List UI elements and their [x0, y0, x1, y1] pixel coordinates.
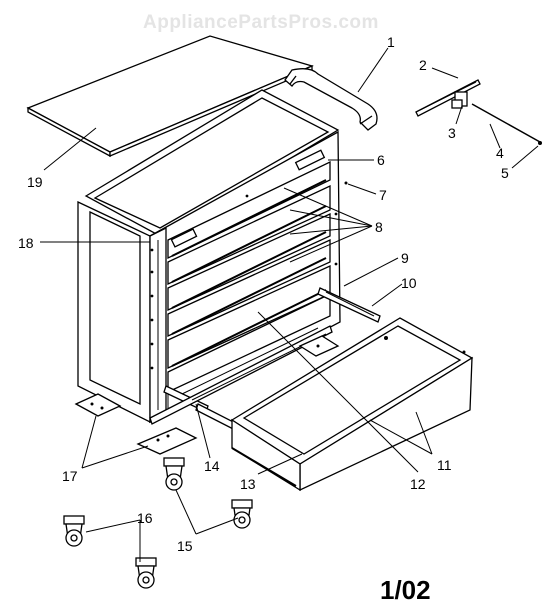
callout-8: 8 — [375, 219, 383, 235]
callout-9: 9 — [401, 250, 409, 266]
callout-16: 16 — [137, 510, 153, 526]
callout-18: 18 — [18, 235, 34, 251]
callout-4: 4 — [496, 145, 504, 161]
diagram-code: 1/02 — [380, 575, 431, 600]
handle-part — [284, 68, 378, 131]
floor-bracket-part — [74, 335, 340, 455]
callout-5: 5 — [501, 165, 509, 181]
callout-11: 11 — [437, 457, 452, 473]
callout-17: 17 — [62, 468, 78, 484]
rod-part — [471, 103, 541, 143]
callouts: 1 2 3 4 5 6 7 8 9 10 11 12 13 14 15 16 1… — [18, 34, 509, 554]
slide-bracket-part — [451, 91, 468, 109]
watermark: AppliancePartsPros.com — [143, 12, 379, 33]
top-mat-part — [26, 35, 314, 158]
callout-7: 7 — [379, 187, 387, 203]
callout-19: 19 — [27, 174, 43, 190]
callout-13: 13 — [240, 476, 256, 492]
slide-rail-part — [415, 79, 481, 117]
callout-2: 2 — [419, 57, 427, 73]
leader-lines — [40, 47, 539, 562]
rigid-caster-part — [63, 515, 157, 589]
callout-10: 10 — [401, 275, 417, 291]
callout-12: 12 — [410, 476, 426, 492]
bottom-drawer-part — [230, 317, 474, 492]
callout-6: 6 — [377, 152, 385, 168]
callout-15: 15 — [177, 538, 193, 554]
callout-1: 1 — [387, 34, 395, 50]
cabinet-body — [77, 89, 348, 461]
swivel-caster-part — [163, 457, 253, 529]
pin-part — [538, 141, 542, 145]
drawer-slide-part — [317, 287, 381, 323]
callout-14: 14 — [204, 458, 220, 474]
callout-3: 3 — [448, 125, 456, 141]
